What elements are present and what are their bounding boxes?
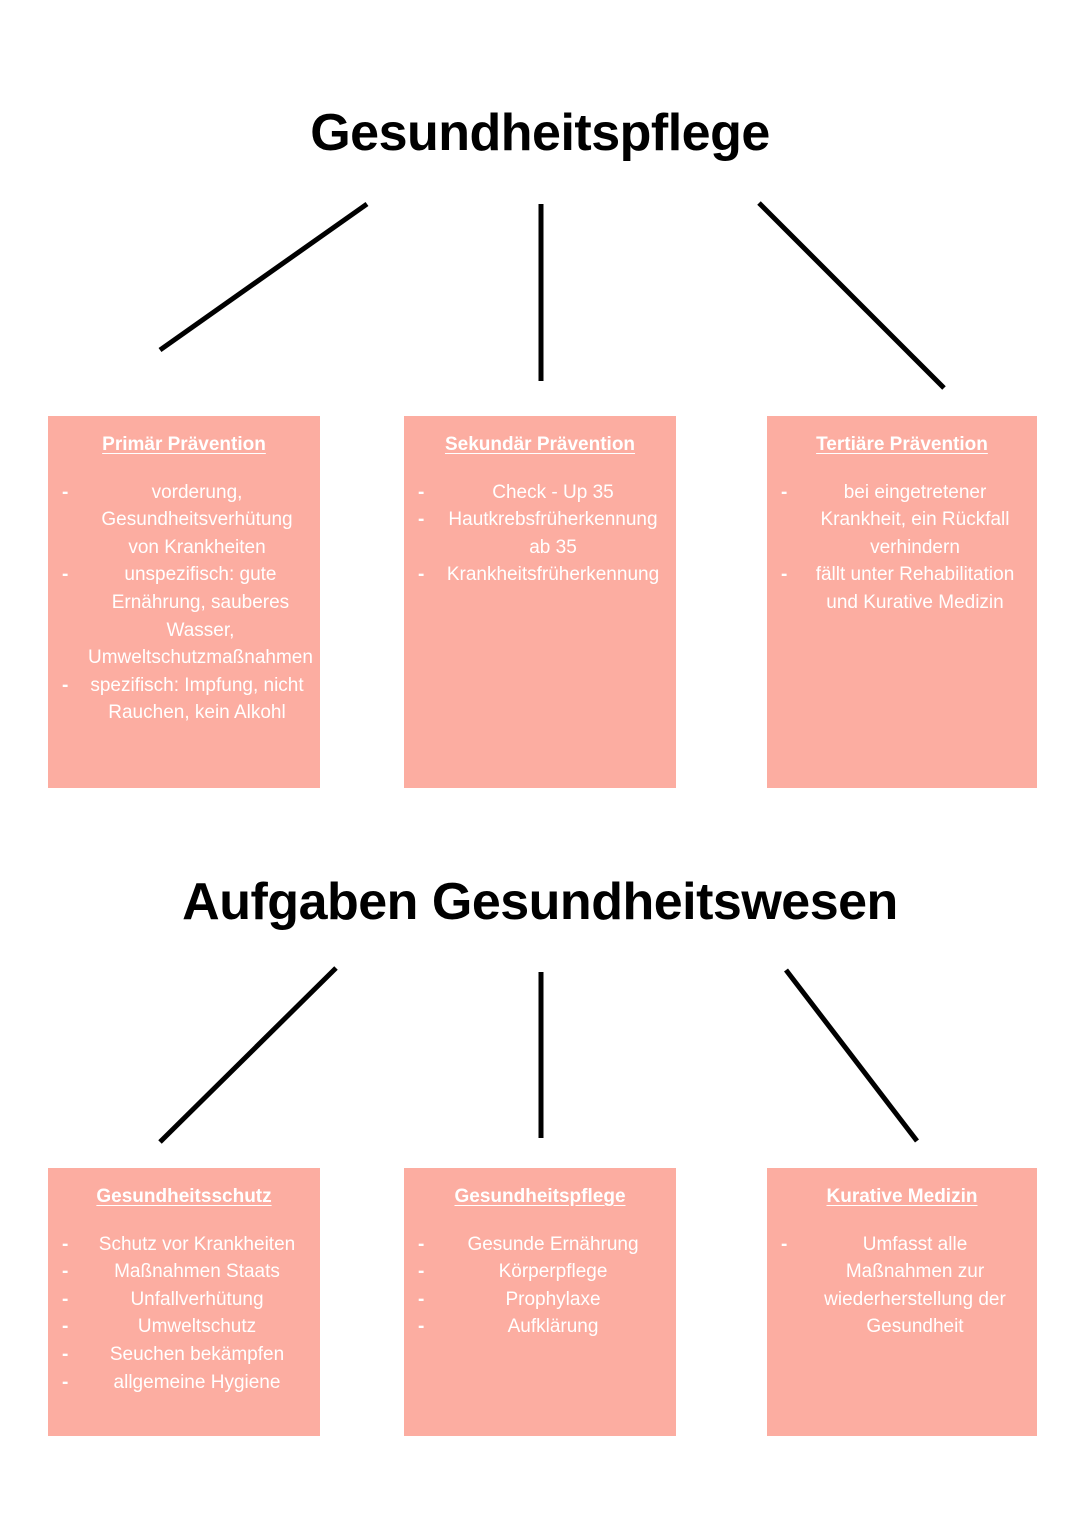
list-item: - allgemeine Hygiene [62,1369,306,1397]
list-item-text: Maßnahmen Staats [114,1261,280,1283]
bullet-list: - Gesunde Ernährung - Körperpflege - Pro… [418,1231,662,1341]
bullet-dash-icon: - [781,564,788,586]
bullet-dash-icon: - [418,1233,425,1255]
list-item-text: Check - Up 35 [492,481,614,503]
card-title: Sekundär Prävention [444,434,636,455]
bullet-dash-icon: - [418,1316,425,1338]
connector-bottom-right [784,968,919,1143]
connector-top-right [757,201,946,390]
list-item-text: Hautkrebsfrüherkennung ab 35 [448,509,658,558]
list-item: - Körperpflege [418,1258,662,1286]
card-tertiaere-praevention[interactable]: Tertiäre Prävention - bei eingetretener … [767,416,1037,788]
card-title: Kurative Medizin [826,1186,978,1207]
list-item-text: unspezifisch: gute Ernährung, sauberes W… [88,564,313,669]
bullet-dash-icon: - [62,674,69,696]
list-item: - bei eingetretener Krankheit, ein Rückf… [781,479,1023,562]
bullet-list: - Schutz vor Krankheiten - Maßnahmen Sta… [62,1231,306,1396]
list-item-text: fällt unter Rehabilitation und Kurative … [815,564,1015,613]
list-item: - Seuchen bekämpfen [62,1341,306,1369]
list-item-text: Gesunde Ernährung [467,1233,639,1255]
card-gesundheitspflege[interactable]: Gesundheitspflege - Gesunde Ernährung - … [404,1168,676,1436]
card-title: Gesundheitsschutz [96,1186,272,1207]
bullet-dash-icon: - [781,481,788,503]
list-item: - Umfasst alle Maßnahmen zur wiederherst… [781,1231,1023,1341]
list-item: - Check - Up 35 [418,479,662,507]
list-item: - Prophylaxe [418,1286,662,1314]
list-item: - Schutz vor Krankheiten [62,1231,306,1259]
card-title: Gesundheitspflege [454,1186,626,1207]
list-item-text: Prophylaxe [505,1288,601,1310]
list-item: - unspezifisch: gute Ernährung, sauberes… [62,561,313,671]
bullet-dash-icon: - [62,1343,69,1365]
bullet-dash-icon: - [418,1288,425,1310]
section-title-gesundheitspflege: Gesundheitspflege [310,104,770,162]
bullet-dash-icon: - [62,1233,69,1255]
bullet-dash-icon: - [418,509,425,531]
list-item: - Aufklärung [418,1313,662,1341]
list-item: - Umweltschutz [62,1313,306,1341]
connector-top-left [158,201,369,353]
card-title: Tertiäre Prävention [816,434,988,455]
list-item-text: vorderung, Gesundheitsverhütung von Kran… [101,481,293,558]
section-title-aufgaben-gesundheitswesen: Aufgaben Gesundheitswesen [182,873,898,931]
list-item-text: Umfasst alle Maßnahmen zur wiederherstel… [824,1233,1006,1338]
bullet-dash-icon: - [62,481,69,503]
bullet-list: - Umfasst alle Maßnahmen zur wiederherst… [781,1231,1023,1341]
list-item: - Krankheitsfrüherkennung [418,561,662,589]
bullet-dash-icon: - [62,1288,69,1310]
list-item: - Maßnahmen Staats [62,1258,306,1286]
list-item: - Unfallverhütung [62,1286,306,1314]
bullet-dash-icon: - [418,564,425,586]
card-title: Primär Prävention [102,434,266,455]
bullet-list: - vorderung, Gesundheitsverhütung von Kr… [62,479,313,727]
list-item-text: Seuchen bekämpfen [109,1343,285,1365]
list-item-text: Aufklärung [507,1316,599,1338]
list-item-text: Unfallverhütung [130,1288,264,1310]
list-item-text: Umweltschutz [137,1316,257,1338]
card-kurative-medizin[interactable]: Kurative Medizin - Umfasst alle Maßnahme… [767,1168,1037,1436]
list-item: - vorderung, Gesundheitsverhütung von Kr… [62,479,306,562]
card-sekundaer-praevention[interactable]: Sekundär Prävention - Check - Up 35 - Ha… [404,416,676,788]
list-item-text: allgemeine Hygiene [113,1371,281,1393]
list-item: - Hautkrebsfrüherkennung ab 35 [418,506,662,561]
list-item: - spezifisch: Impfung, nicht Rauchen, ke… [62,672,306,727]
list-item-text: Krankheitsfrüherkennung [446,564,660,586]
bullet-dash-icon: - [418,1261,425,1283]
bullet-dash-icon: - [62,1261,69,1283]
list-item: - fällt unter Rehabilitation und Kurativ… [781,561,1023,616]
list-item: - Gesunde Ernährung [418,1231,662,1259]
list-item-text: spezifisch: Impfung, nicht Rauchen, kein… [90,674,304,724]
bullet-dash-icon: - [62,1371,69,1393]
list-item-text: Schutz vor Krankheiten [98,1233,296,1255]
bullet-dash-icon: - [62,564,69,586]
bullet-dash-icon: - [781,1233,788,1255]
bullet-dash-icon: - [418,481,425,503]
bullet-list: - Check - Up 35 - Hautkrebsfrüherkennung… [418,479,662,589]
card-gesundheitsschutz[interactable]: Gesundheitsschutz - Schutz vor Krankheit… [48,1168,320,1436]
card-primaer-praevention[interactable]: Primär Prävention - vorderung, Gesundhei… [48,416,320,788]
list-item-text: Körperpflege [498,1261,608,1283]
list-item-text: bei eingetretener Krankheit, ein Rückfal… [820,481,1010,558]
bullet-dash-icon: - [62,1316,69,1338]
connector-bottom-left [158,966,338,1144]
bullet-list: - bei eingetretener Krankheit, ein Rückf… [781,479,1023,617]
